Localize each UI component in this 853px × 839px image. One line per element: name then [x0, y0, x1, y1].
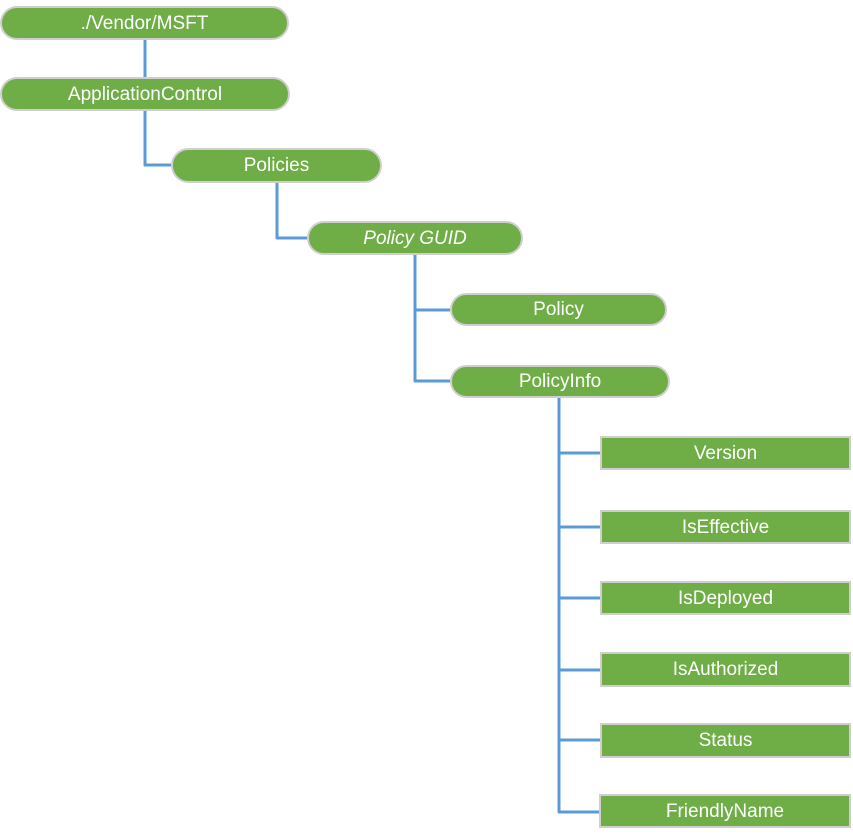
node-vendor-msft: ./Vendor/MSFT — [0, 6, 289, 40]
node-friendly-name: FriendlyName — [599, 794, 851, 828]
node-is-authorized: IsAuthorized — [600, 652, 851, 687]
node-policy-info: PolicyInfo — [450, 365, 670, 398]
connector-policyguid-trunk — [413, 255, 450, 383]
node-application-control: ApplicationControl — [0, 77, 290, 111]
node-policy-guid: Policy GUID — [307, 221, 523, 255]
connector-policyinfo-trunk — [557, 398, 600, 814]
node-version: Version — [600, 436, 851, 470]
node-is-deployed: IsDeployed — [600, 581, 851, 615]
node-policy: Policy — [450, 293, 667, 326]
connector-applicationcontrol-to-policies — [143, 111, 171, 167]
node-policies: Policies — [171, 148, 382, 183]
node-status: Status — [600, 723, 851, 758]
connector-policies-to-policyguid — [275, 183, 307, 240]
node-is-effective: IsEffective — [600, 510, 851, 544]
